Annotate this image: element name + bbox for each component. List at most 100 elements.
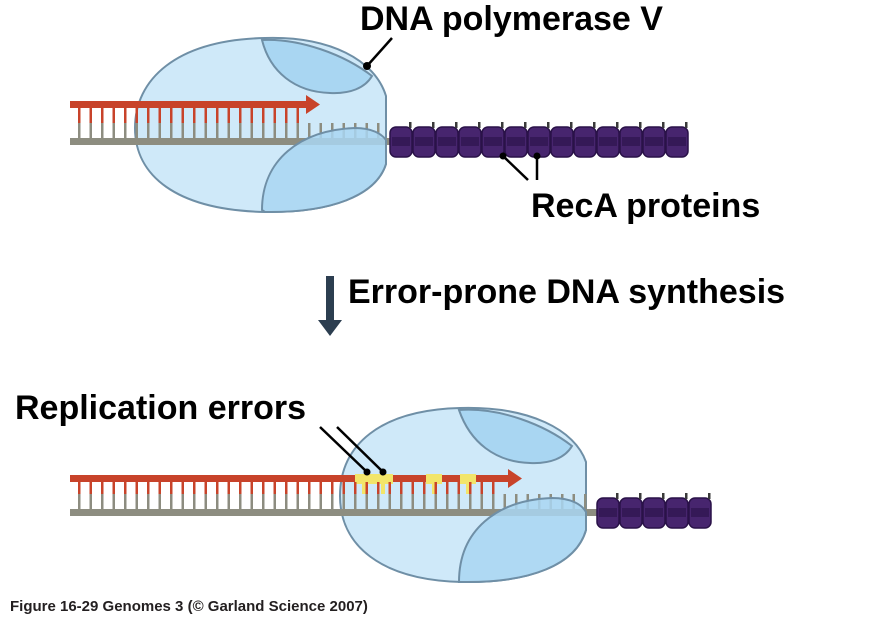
error-base-rung [381,484,385,494]
template-strand-base [158,123,161,138]
new-strand-base [170,482,173,499]
error-base [460,474,476,484]
template-strand-base [216,123,219,138]
polymerase-v-lower-lobe-bottom [457,496,587,584]
new-strand-base [181,482,184,499]
template-strand-base [124,494,127,509]
reca-protein-notch [708,493,711,499]
reca-protein-band [576,137,594,146]
reca-leader-line-1 [502,155,529,181]
reca-protein-notch [455,122,458,128]
new-strand-base [296,108,299,125]
new-strand-base [78,482,81,499]
new-strand-base [193,482,196,499]
reca-protein-notch [593,122,596,128]
reca-protein-band [668,508,686,517]
new-strand-base [469,482,472,499]
error-base [373,474,393,484]
template-strand-base [377,494,380,509]
template-strand-base [193,494,196,509]
polymerase-v-label: DNA polymerase V [360,0,663,38]
error-prone-synthesis-label: Error-prone DNA synthesis [348,273,785,311]
errors-leader-dot-1 [363,468,371,476]
reca-protein-band [553,137,571,146]
new-strand-base [239,482,242,499]
template-strand-base [388,494,391,509]
template-strand-base [503,494,506,509]
reca-protein-notch [478,122,481,128]
reca-protein-notch [432,122,435,128]
reca-leader-dot-1 [499,152,507,160]
reca-filament-top [389,122,689,158]
reca-protein-notch [409,122,412,128]
new-strand-base [101,482,104,499]
new-strand-base [204,108,207,125]
reca-protein-band [599,137,617,146]
new-strand-base [365,482,368,499]
reca-protein-notch [662,122,665,128]
new-strand-base [227,482,230,499]
template-strand-base [204,123,207,138]
new-strand-base [319,482,322,499]
template-strand-base [78,494,81,509]
template-strand-base [273,123,276,138]
template-strand-base [89,494,92,509]
error-base-rung [432,484,436,494]
template-strand-base [181,123,184,138]
reca-protein-band [645,137,663,146]
reca-protein-notch [639,122,642,128]
template-strand-base [319,494,322,509]
new-strand-base [124,108,127,125]
new-strand-base [170,108,173,125]
reca-protein-notch [639,493,642,499]
down-arrow-icon [318,276,342,336]
reca-protein-band [484,137,502,146]
reca-protein-band [507,137,525,146]
reca-protein-notch [501,122,504,128]
new-strand-base [354,482,357,499]
new-strand-base [89,482,92,499]
new-strand-base [262,482,265,499]
template-strand-base [515,494,518,509]
reca-protein-notch [616,493,619,499]
template-strand-base [365,494,368,509]
replication-errors-label: Replication errors [15,389,306,427]
template-strand-base [135,494,138,509]
template-strand-base [147,494,150,509]
reca-protein-band [461,137,479,146]
new-strand-base [135,482,138,499]
bottom-panel: Replication errors [15,389,712,584]
figure-caption: Figure 16-29 Genomes 3 (© Garland Scienc… [10,598,368,615]
template-strand-base [434,494,437,509]
template-strand-base [308,494,311,509]
template-strand-base [181,494,184,509]
template-strand-base [158,494,161,509]
template-strand-base [262,123,265,138]
template-strand-base [296,494,299,509]
top-panel: DNA polymerase V RecA proteins [70,0,760,225]
template-strand-base [331,494,334,509]
new-strand-base [147,482,150,499]
reca-protein-band [599,508,617,517]
template-strand-base [411,494,414,509]
template-strand-base [112,123,115,138]
template-strand-base [250,123,253,138]
new-strand-base [377,482,380,499]
new-strand-base [135,108,138,125]
replication-error-bases [355,474,476,494]
reca-protein-band [530,137,548,146]
new-strand-base [308,482,311,499]
new-strand-base [457,482,460,499]
new-strand-base [147,108,150,125]
new-strand-base [158,482,161,499]
template-strand-base [78,123,81,138]
template-strand-base [227,494,230,509]
template-strand-base [262,494,265,509]
template-strand-base [423,494,426,509]
reca-protein-notch [616,122,619,128]
polymerase-v-leader-line [366,37,393,67]
new-dna-strand-bottom [70,469,522,499]
new-strand-base [273,108,276,125]
template-strand-base [457,494,460,509]
